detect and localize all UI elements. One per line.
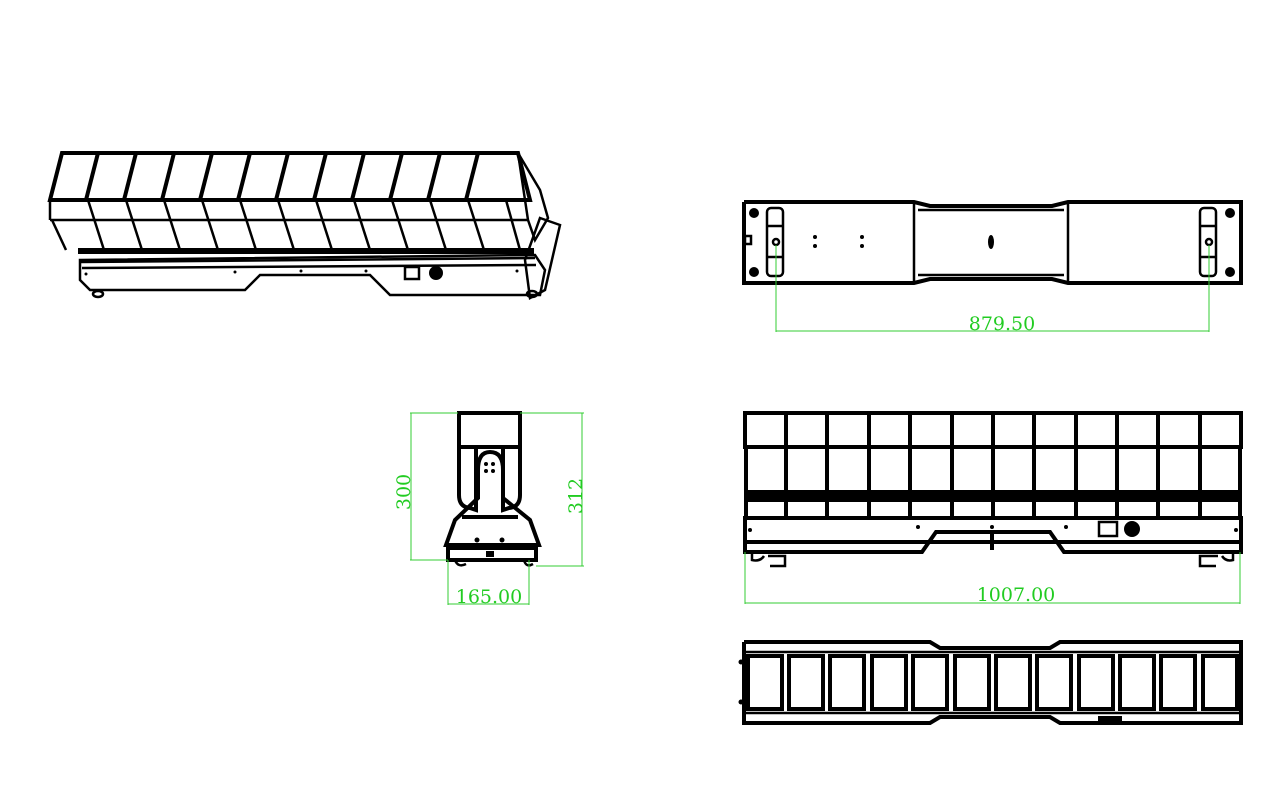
iso-display-panel <box>403 265 421 281</box>
dimension-label-mount-spacing: 879.50 <box>969 313 1035 335</box>
iso-power-connector <box>429 266 443 280</box>
front-view <box>743 411 1243 568</box>
bottom-view <box>738 640 1243 725</box>
side-view <box>443 411 542 567</box>
dimension-side-width: 165.00 <box>447 560 530 608</box>
iso-base-studs <box>78 248 534 254</box>
isometric-view <box>47 151 562 300</box>
front-display-panel <box>1097 520 1119 538</box>
dimension-label-overall-length: 1007.00 <box>977 584 1056 606</box>
front-power-connector <box>1124 521 1140 537</box>
bottom-module-cells <box>746 654 1239 711</box>
dimension-side-height-left: 300 <box>393 412 458 561</box>
dimension-mount-spacing: 879.50 <box>775 245 1210 335</box>
top-view <box>742 200 1243 285</box>
dimension-label-side-height-left: 300 <box>393 474 415 510</box>
dimension-overall-length: 1007.00 <box>744 552 1241 606</box>
iso-module-dividers <box>50 152 522 251</box>
dimension-label-side-width: 165.00 <box>456 586 522 608</box>
dimension-label-side-height-right: 312 <box>565 478 587 514</box>
dimension-side-height-right: 312 <box>520 412 587 567</box>
